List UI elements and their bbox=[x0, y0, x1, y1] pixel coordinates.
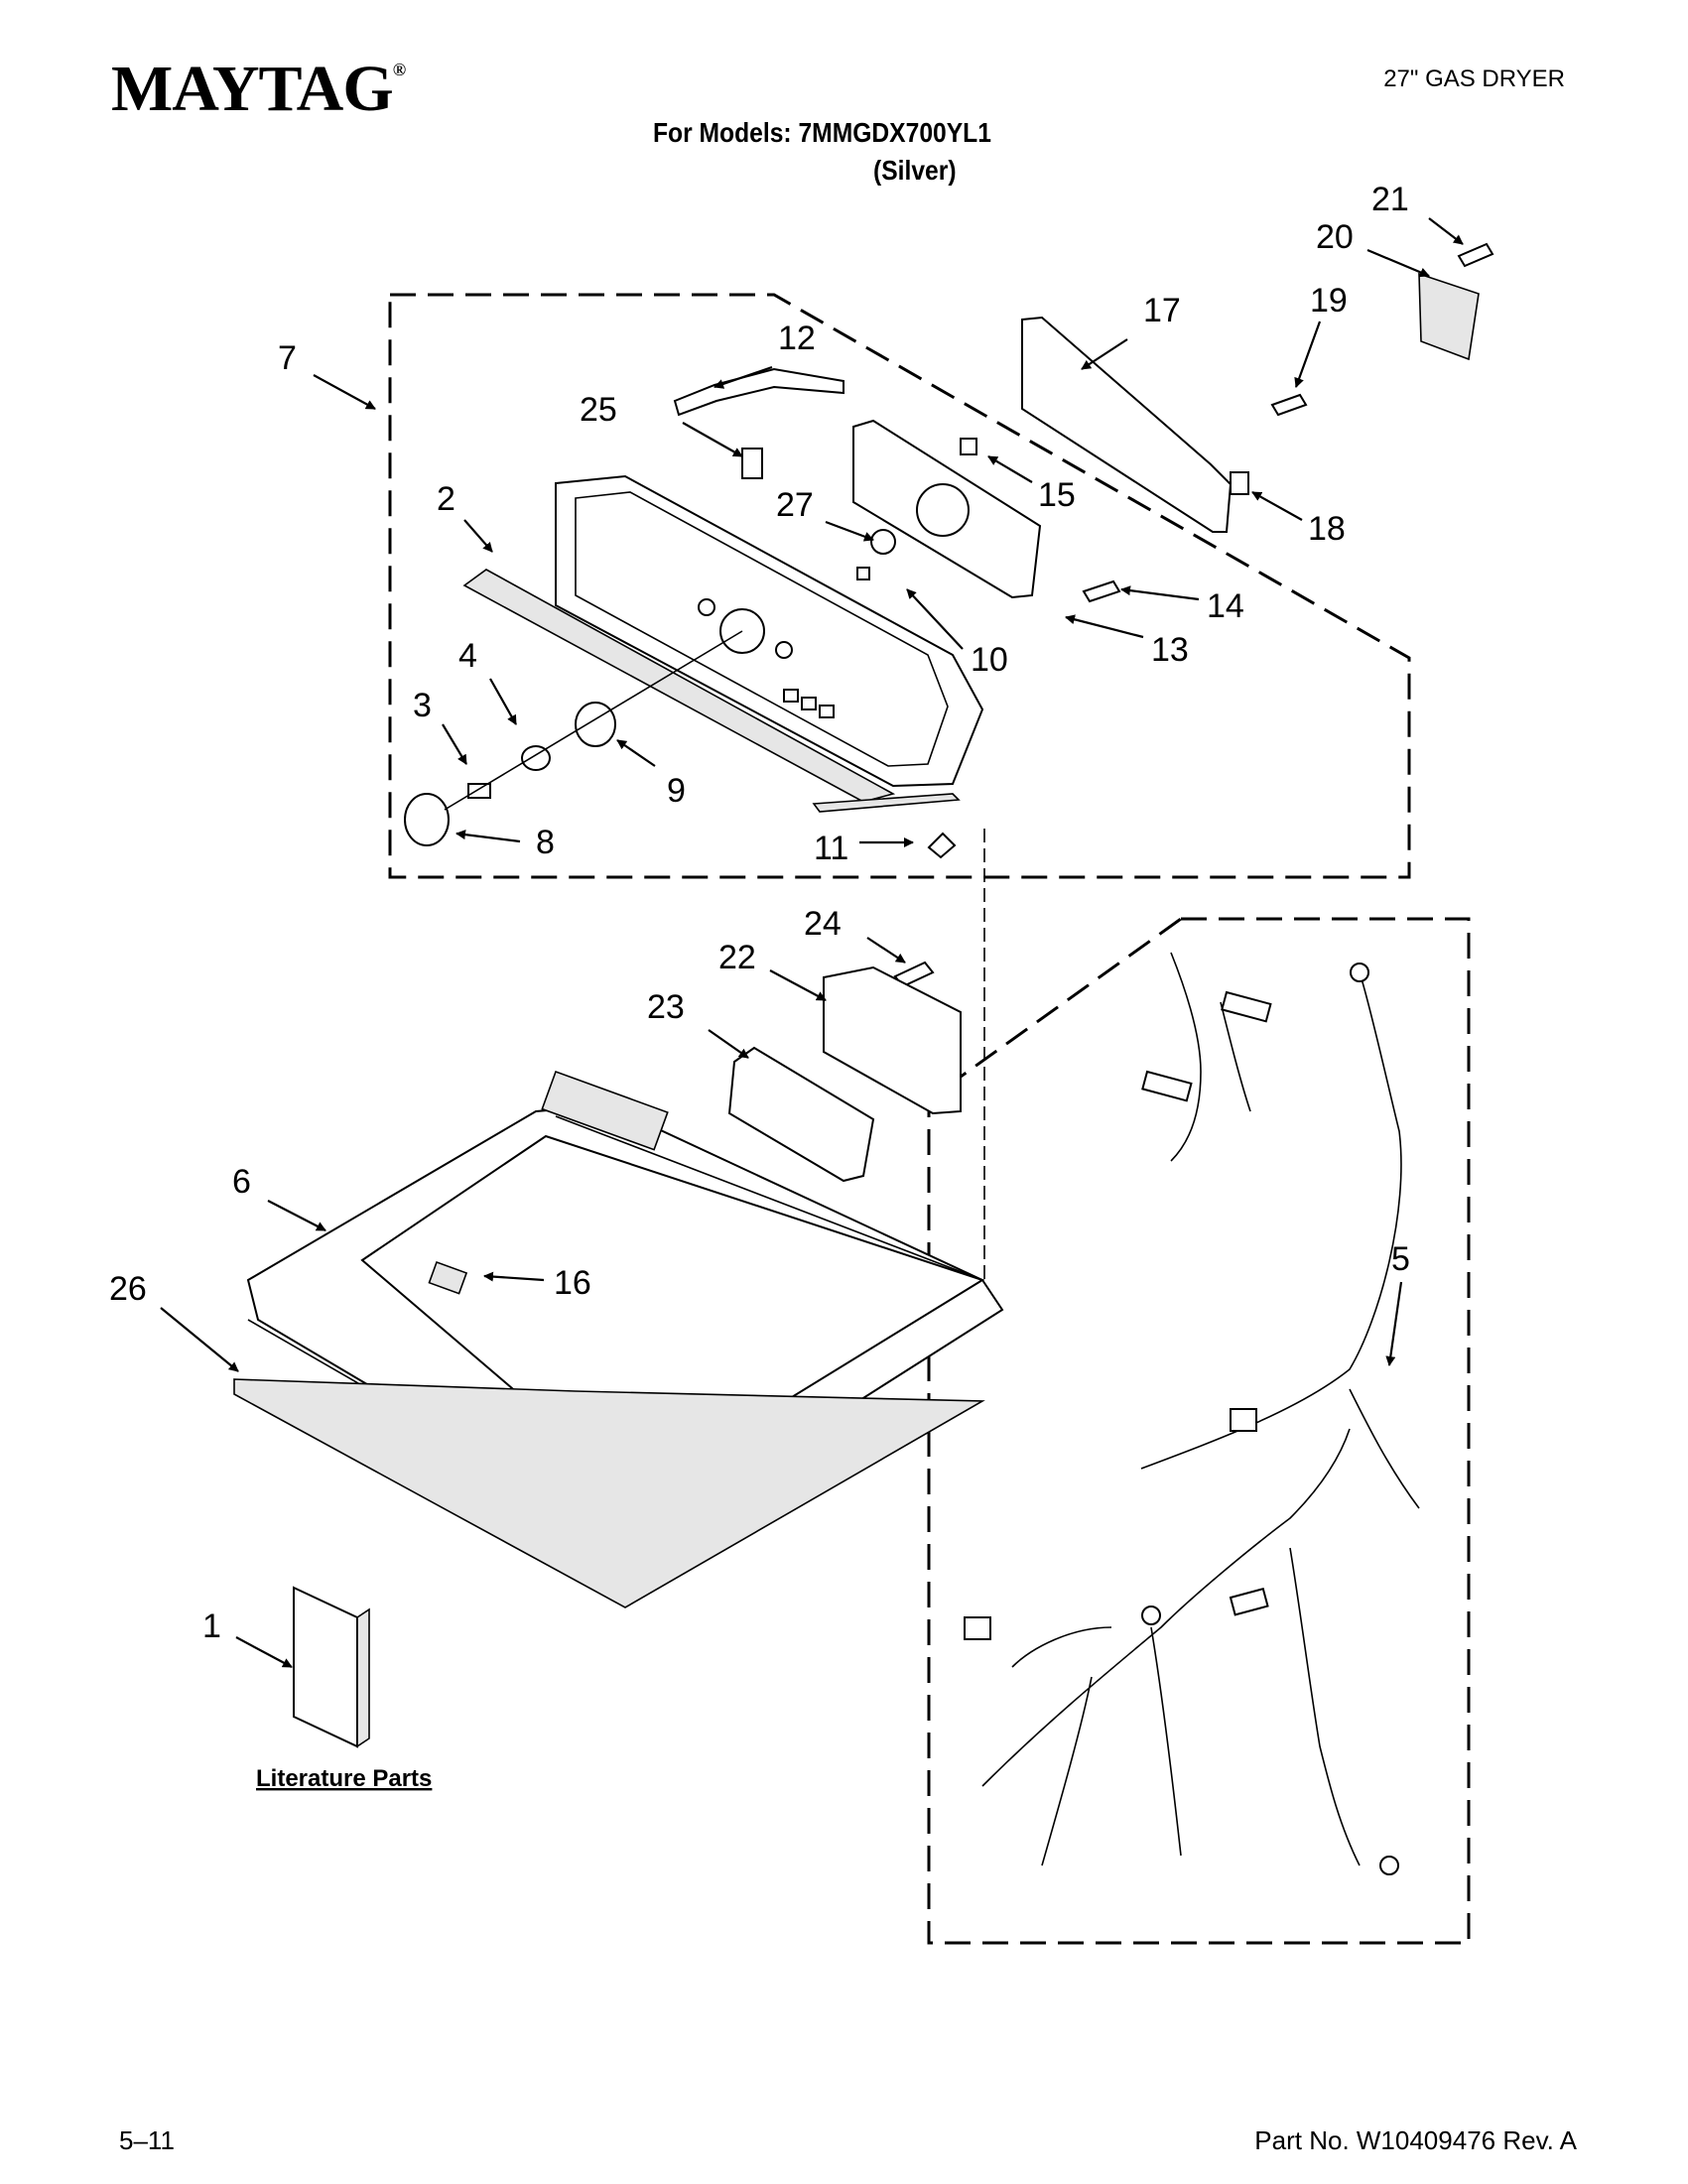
top-panel-part bbox=[246, 1070, 1004, 1545]
callout-11: 11 bbox=[814, 830, 848, 867]
wire-harness-outline bbox=[927, 917, 1471, 1945]
literature-parts-label: Literature Parts bbox=[256, 1765, 432, 1792]
callout-7: 7 bbox=[278, 339, 297, 377]
wire-harness-part bbox=[964, 952, 1420, 1875]
trim-strip-part bbox=[462, 569, 896, 803]
models-line: For Models: 7MMGDX700YL1 bbox=[653, 117, 991, 148]
callout-5: 5 bbox=[1391, 1240, 1410, 1278]
knob-ring-part bbox=[521, 745, 551, 771]
screw-part bbox=[1082, 579, 1121, 603]
push-button-part bbox=[960, 438, 977, 455]
callout-13: 13 bbox=[1151, 631, 1189, 669]
ui-board-knob-part bbox=[916, 483, 970, 537]
literature-booklet-part bbox=[293, 1586, 358, 1748]
wire-connector-part bbox=[673, 367, 844, 417]
callout-26: 26 bbox=[109, 1270, 147, 1308]
screw-part bbox=[1270, 393, 1308, 417]
page-number: 5–11 bbox=[119, 2125, 175, 2155]
knob-axis-line bbox=[444, 630, 743, 811]
callout-9: 9 bbox=[667, 772, 686, 810]
callout-19: 19 bbox=[1310, 282, 1348, 320]
gasket-part bbox=[233, 1378, 985, 1608]
callout-6: 6 bbox=[232, 1163, 251, 1201]
clip-part bbox=[1230, 471, 1249, 495]
end-cap-part bbox=[1418, 272, 1480, 361]
mounting-bracket-part bbox=[823, 965, 962, 1115]
leader-arrows bbox=[160, 217, 1464, 1668]
knob-bezel-part bbox=[575, 702, 616, 747]
control-board-part bbox=[727, 1046, 875, 1183]
screw-part bbox=[856, 567, 870, 580]
callout-14: 14 bbox=[1207, 587, 1244, 625]
console-backsplash-part bbox=[555, 474, 984, 788]
hinge-clip-part bbox=[927, 832, 957, 859]
knob-shaft-part bbox=[467, 783, 491, 799]
brand-name: MAYTAG bbox=[111, 53, 394, 125]
callout-18: 18 bbox=[1308, 510, 1346, 548]
callout-12: 12 bbox=[778, 320, 816, 357]
part-number: Part No. W10409476 Rev. A bbox=[1254, 2125, 1577, 2155]
screw-part bbox=[1457, 242, 1494, 268]
callout-8: 8 bbox=[536, 824, 555, 861]
callout-15: 15 bbox=[1038, 476, 1076, 514]
console-bracket-part bbox=[1021, 316, 1233, 533]
console-assembly-outline bbox=[388, 293, 1411, 879]
callout-22: 22 bbox=[718, 939, 756, 976]
brand-logo: MAYTAG® bbox=[111, 52, 406, 127]
callout-24: 24 bbox=[804, 905, 842, 943]
registered-mark: ® bbox=[392, 60, 406, 79]
callout-1: 1 bbox=[202, 1607, 221, 1645]
callout-17: 17 bbox=[1143, 292, 1181, 329]
latch-part bbox=[428, 1260, 468, 1295]
callout-4: 4 bbox=[458, 637, 477, 675]
callout-21: 21 bbox=[1371, 181, 1409, 218]
callout-27: 27 bbox=[776, 486, 814, 524]
callout-25: 25 bbox=[580, 391, 617, 429]
literature-booklet-spine bbox=[356, 1607, 370, 1748]
callout-16: 16 bbox=[554, 1264, 591, 1302]
model-variant: (Silver) bbox=[873, 155, 957, 186]
clip-part bbox=[741, 448, 763, 479]
callout-20: 20 bbox=[1316, 218, 1354, 256]
knob-part bbox=[404, 793, 450, 846]
callout-23: 23 bbox=[647, 988, 685, 1026]
callout-3: 3 bbox=[413, 687, 432, 724]
callout-2: 2 bbox=[437, 480, 455, 518]
document-type: 27" GAS DRYER bbox=[1383, 65, 1565, 92]
trim-strip-part bbox=[812, 793, 961, 813]
callout-10: 10 bbox=[971, 641, 1008, 679]
label-part bbox=[870, 529, 896, 555]
